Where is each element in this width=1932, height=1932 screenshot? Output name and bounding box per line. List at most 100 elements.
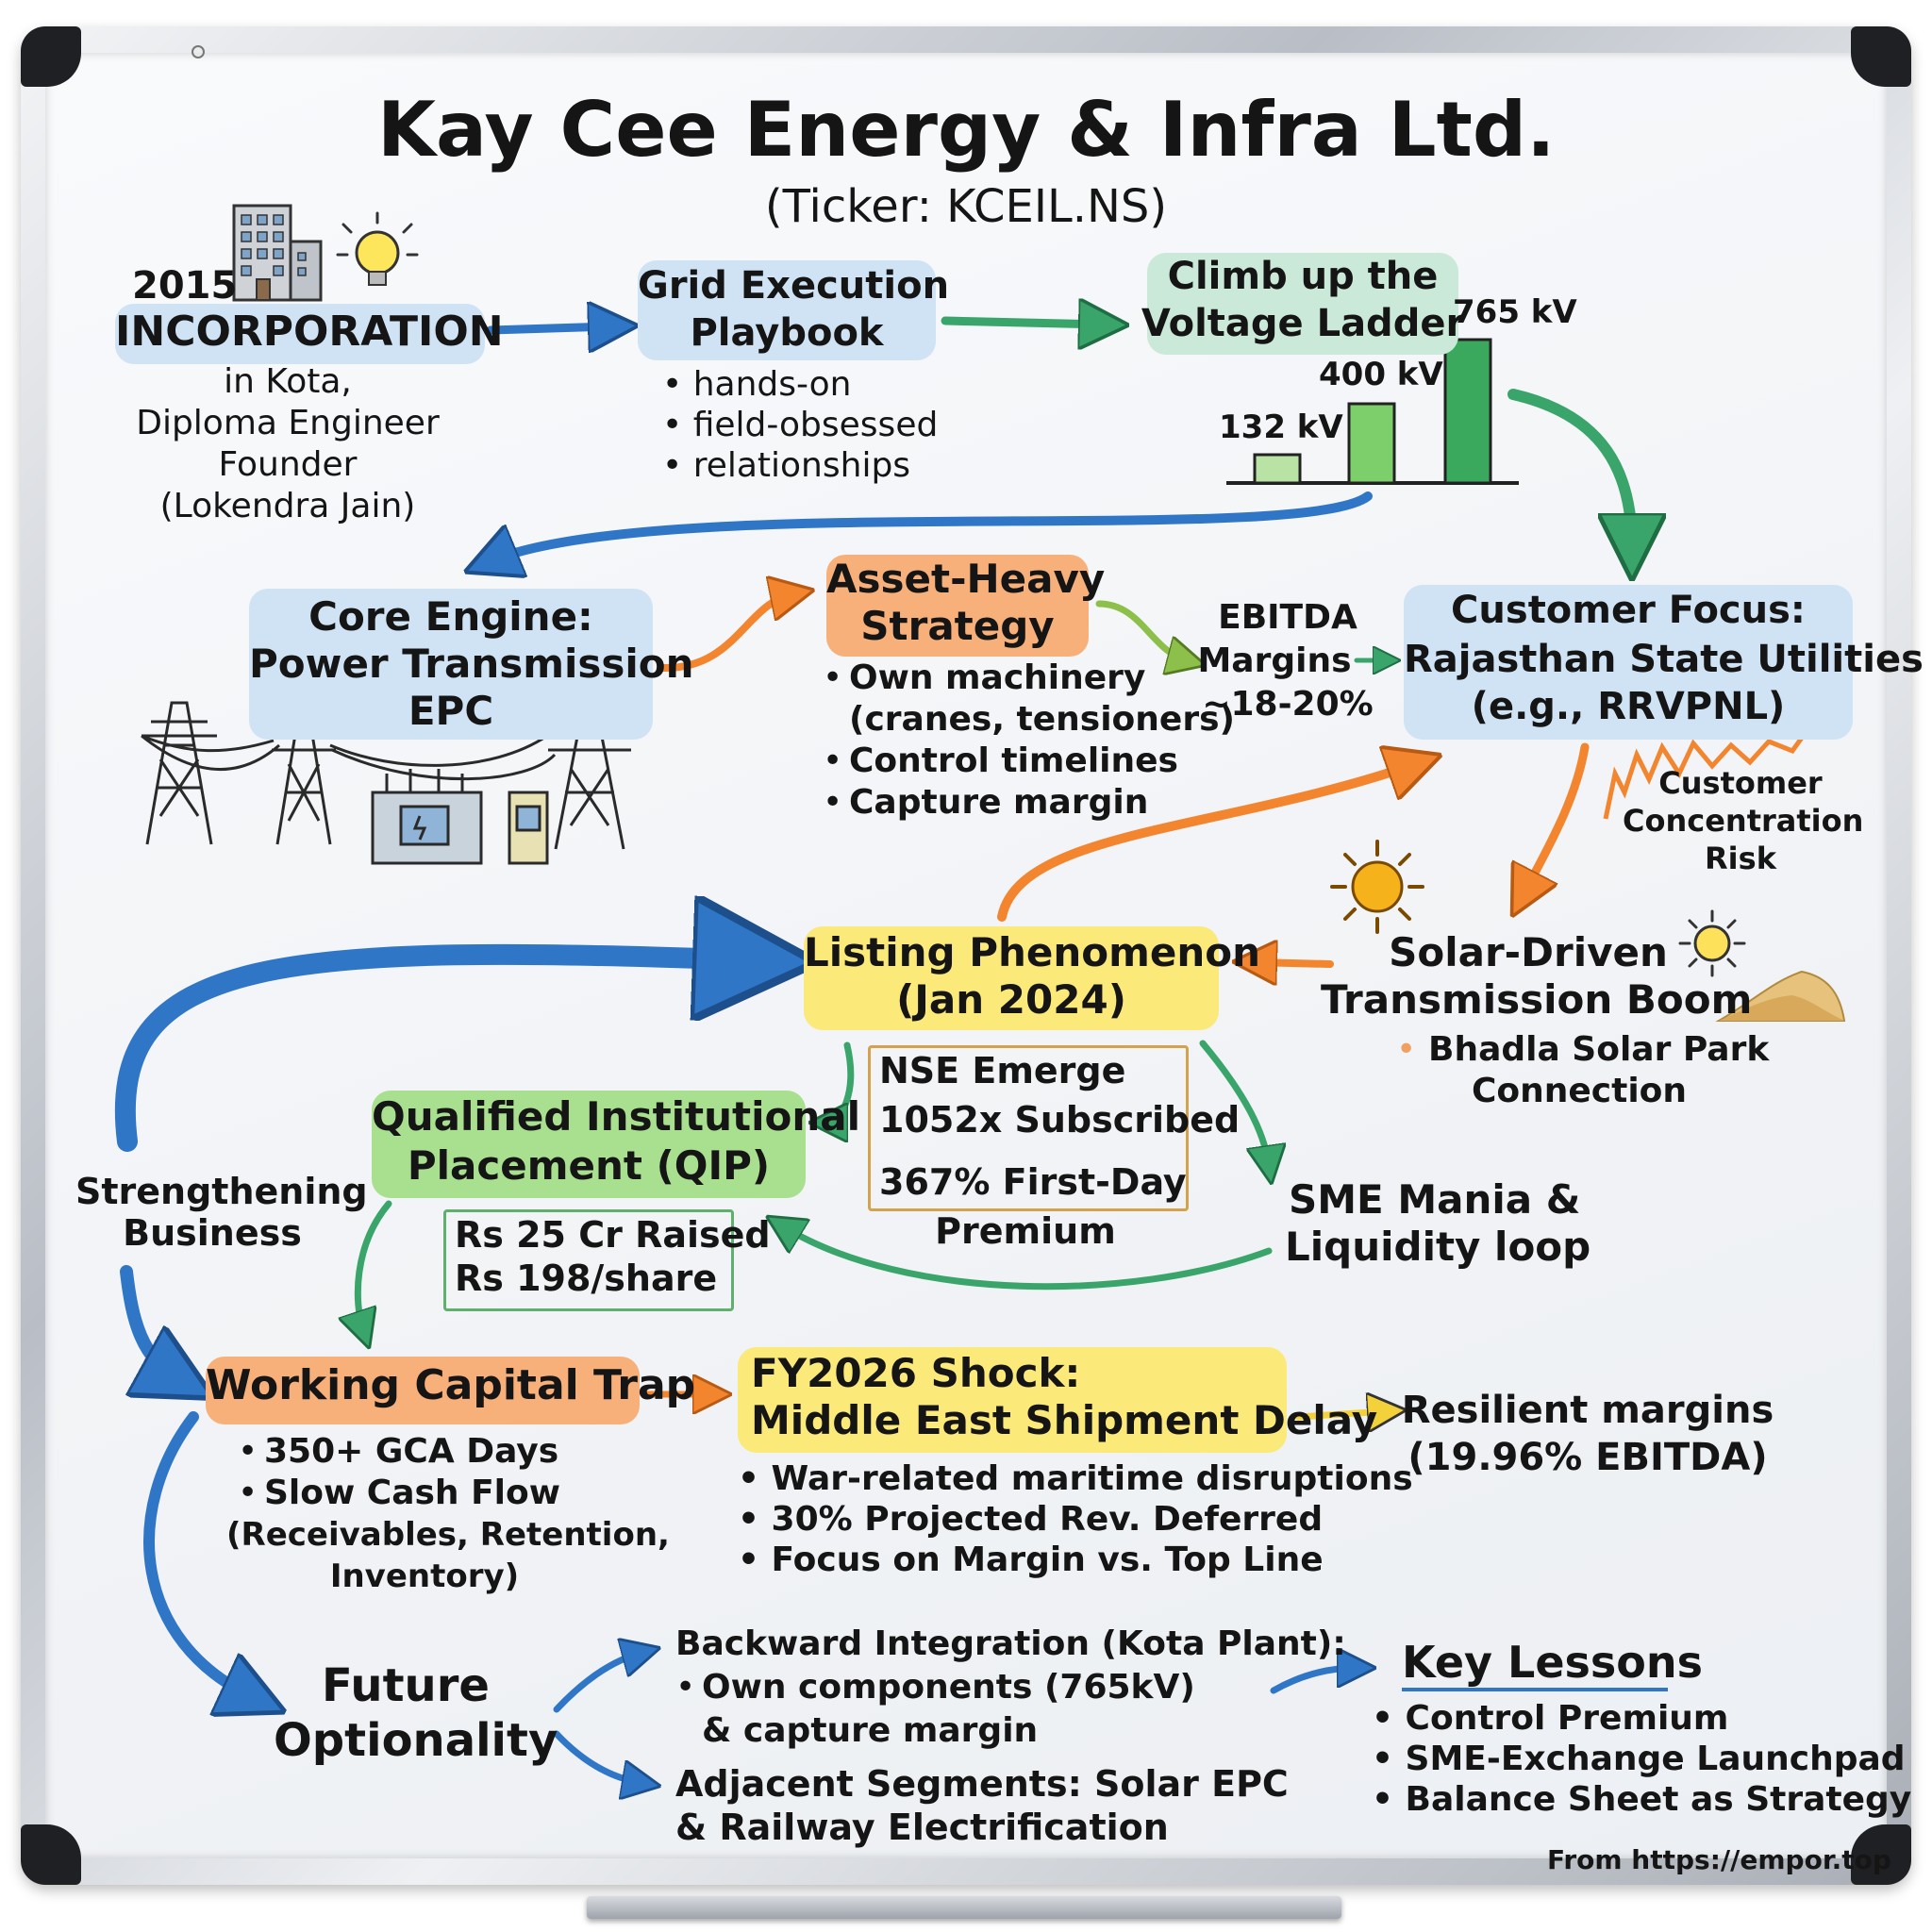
arrow-future-to-adjacent: [553, 1730, 641, 1783]
customer-title: Rajasthan State Utilities: [1404, 638, 1924, 681]
qip-title: Placement (QIP): [407, 1142, 771, 1189]
arrow-wct-to-future: [143, 1411, 255, 1698]
bullet-dot: •: [1396, 1030, 1417, 1069]
wct-box: [206, 1357, 640, 1424]
ebitda-line: EBITDA: [1218, 598, 1357, 637]
incorporation-label: INCORPORATION: [115, 308, 504, 356]
wct-sub: (Receivables, Retention,: [226, 1516, 670, 1554]
lessons-bullet: Balance Sheet as Strategy: [1372, 1779, 1912, 1820]
resilient-line: (19.96% EBITDA): [1407, 1436, 1768, 1479]
arrow-listing-to-customer: [997, 764, 1415, 922]
adjacent-line: Adjacent Segments: Solar EPC: [675, 1763, 1289, 1805]
fy2026-bullet: Focus on Margin vs. Top Line: [738, 1540, 1413, 1580]
fy2026-bullets: War-related maritime disruptions 30% Pro…: [738, 1458, 1413, 1581]
playbook-bullet: field-obsessed: [662, 405, 939, 445]
incorporation-box: [115, 304, 485, 364]
solar-bullet: Bhadla Solar Park: [1428, 1030, 1770, 1069]
arrow-sme-to-qip: [783, 1226, 1273, 1291]
marker-tray: [587, 1896, 1341, 1919]
frame-corner: [21, 1824, 81, 1885]
voltage-bar-label: 400 kV: [1319, 356, 1443, 393]
backward-tail: & capture margin: [702, 1711, 1039, 1750]
bullet-dot: •: [823, 783, 843, 822]
asset-heavy-sub: (cranes, tensioners): [849, 700, 1235, 739]
bullet-dot: •: [675, 1668, 696, 1707]
asset-heavy-bullet: Control timelines: [849, 741, 1178, 780]
arrow-solar-to-listing: [1255, 962, 1334, 964]
wct-bullet: Slow Cash Flow: [264, 1474, 561, 1512]
listing-stat: 1052x Subscribed: [879, 1099, 1241, 1141]
sme-line: Liquidity loop: [1285, 1224, 1591, 1270]
bullet-dot: •: [823, 658, 843, 697]
adjacent-line: & Railway Electrification: [675, 1807, 1169, 1848]
incorporation-line: (Lokendra Jain): [159, 487, 416, 525]
fy2026-box: [738, 1347, 1287, 1453]
incorporation-line: in Kota,: [224, 362, 352, 401]
playbook-bullet: relationships: [662, 445, 938, 486]
customer-box: [1404, 585, 1853, 740]
fy2026-bullet: 30% Projected Rev. Deferred: [738, 1499, 1413, 1540]
listing-stat: Premium: [935, 1210, 1116, 1252]
playbook-title: Playbook: [690, 311, 884, 355]
future-line: Future: [322, 1659, 490, 1712]
customer-title: Customer Focus:: [1451, 589, 1806, 632]
playbook-bullets: hands-on field-obsessed relationships: [662, 364, 939, 487]
customer-risk: Risk: [1705, 841, 1776, 876]
customer-title: (e.g., RRVPNL): [1471, 685, 1786, 728]
arrow-listing-to-qip: [828, 1041, 855, 1123]
frame-corner: [1851, 1824, 1911, 1885]
customer-risk: Concentration: [1623, 803, 1864, 839]
frame-corner: [21, 26, 81, 87]
page-title: Kay Cee Energy & Infra Ltd.: [377, 86, 1556, 174]
substation-icon: [508, 791, 549, 865]
transmission-tower-icon: [142, 701, 217, 845]
strengthening-line: Strengthening: [75, 1171, 368, 1212]
ebitda-line: Margins: [1197, 641, 1352, 680]
fy2026-title: FY2026 Shock:: [751, 1350, 1081, 1396]
fy2026-bullet: War-related maritime disruptions: [738, 1458, 1413, 1499]
strengthening-line: Business: [123, 1212, 302, 1254]
arrow-playbook-to-voltage: [941, 321, 1104, 325]
transmission-line-illustration: [141, 701, 631, 865]
future-line: Optionality: [274, 1714, 558, 1767]
sun-icon: [1330, 840, 1424, 934]
qip-stat: Rs 25 Cr Raised: [455, 1214, 771, 1256]
zigzag-trend-icon: [1603, 698, 1830, 820]
wct-title: Working Capital Trap: [206, 1361, 696, 1409]
asset-heavy-title: Strategy: [860, 603, 1055, 649]
voltage-bar-label: 765 kV: [1453, 293, 1577, 331]
resilient-line: Resilient margins: [1401, 1389, 1774, 1432]
customer-risk: Customer: [1658, 765, 1823, 801]
sun-icon: [1678, 909, 1746, 977]
voltage-ladder-chart: [1226, 338, 1519, 485]
qip-box: [372, 1091, 806, 1198]
fy2026-title: Middle East Shipment Delay: [751, 1397, 1378, 1443]
solar-bullet: Connection: [1471, 1072, 1688, 1110]
building-icon: [232, 204, 323, 302]
ebitda-line: ~18-20%: [1202, 685, 1374, 724]
wct-sub: Inventory): [329, 1557, 520, 1595]
playbook-bullet: hands-on: [662, 364, 938, 405]
core-engine-title: Power Transmission: [249, 641, 694, 687]
arrow-ladder-to-customer: [1507, 389, 1632, 547]
arrow-future-to-backward: [553, 1653, 641, 1713]
arrow-ladder-to-core: [491, 491, 1373, 561]
arrow-fy2026-to-resilient: [1294, 1411, 1387, 1417]
listing-stats-box: [868, 1045, 1189, 1211]
lessons-title: Key Lessons: [1402, 1637, 1704, 1688]
lessons-bullet: SME-Exchange Launchpad: [1372, 1739, 1911, 1779]
core-engine-title: Core Engine:: [308, 593, 593, 640]
arrow-qip-to-wct: [358, 1200, 392, 1330]
arrow-strengthening-to-listing: [114, 955, 755, 1152]
wct-bullet: 350+ GCA Days: [264, 1432, 559, 1471]
arrow-strengthening-to-wct: [120, 1265, 179, 1379]
bullet-dot: •: [238, 1432, 258, 1471]
arrow-incorp-to-playbook: [486, 326, 613, 330]
voltage-box: [1147, 253, 1458, 355]
ticker-subtitle: (Ticker: KCEIL.NS): [764, 180, 1168, 233]
arrow-core-to-asset: [658, 594, 792, 673]
listing-title: Listing Phenomenon: [804, 929, 1261, 975]
playbook-box: [638, 260, 936, 360]
arrow-listing-to-sme: [1199, 1040, 1269, 1165]
